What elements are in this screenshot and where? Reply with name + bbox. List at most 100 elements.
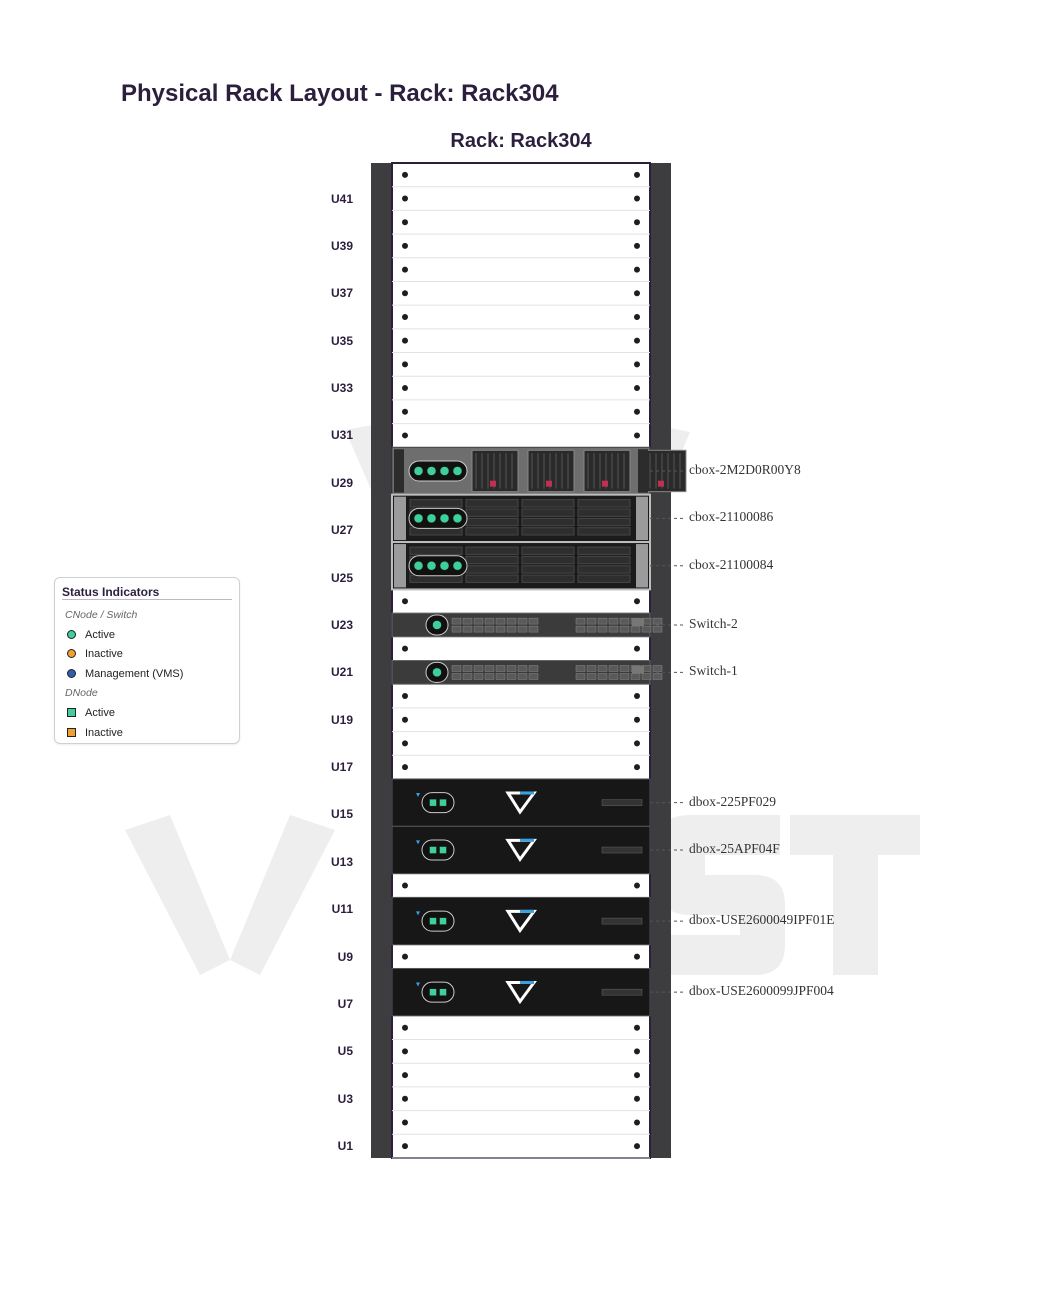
drive-slot xyxy=(465,527,519,536)
mount-hole xyxy=(402,313,408,320)
bay-indicator xyxy=(602,480,608,487)
mount-hole xyxy=(402,645,408,652)
drive-slot xyxy=(521,565,575,574)
mount-hole xyxy=(634,266,640,273)
u-position-label: U33 xyxy=(330,381,353,396)
switch-port xyxy=(575,665,586,672)
mount-hole xyxy=(402,882,408,889)
switch-port xyxy=(517,673,528,680)
u-position-label: U13 xyxy=(330,854,353,869)
bay-indicator xyxy=(658,480,664,487)
cnode-status-led xyxy=(432,620,442,630)
switch-port xyxy=(495,673,506,680)
switch-port xyxy=(597,617,608,625)
mount-hole xyxy=(402,1048,408,1055)
cnode-status-led xyxy=(432,667,442,678)
switch-port xyxy=(608,673,619,680)
mount-hole xyxy=(634,882,640,889)
page-title: Physical Rack Layout - Rack: Rack304 xyxy=(121,80,559,107)
switch-port xyxy=(506,665,517,672)
switch-port xyxy=(462,617,473,625)
switch-port xyxy=(652,673,663,680)
u-position-label: U29 xyxy=(330,475,353,490)
legend-label: Active xyxy=(85,707,115,719)
mount-hole xyxy=(634,740,640,747)
mount-hole xyxy=(634,1095,640,1102)
switch-port xyxy=(597,625,608,633)
switch-port xyxy=(484,617,495,625)
switch-port xyxy=(473,617,484,625)
switch-port xyxy=(586,665,597,672)
switch-port xyxy=(506,617,517,625)
mount-hole xyxy=(634,716,640,723)
switch-port xyxy=(575,673,586,680)
cnode-status-led xyxy=(413,513,424,524)
drive-slot xyxy=(465,517,519,527)
mount-hole xyxy=(402,693,408,700)
drive-slot xyxy=(577,517,631,527)
u-position-label: U25 xyxy=(330,570,353,585)
switch-port xyxy=(575,617,586,625)
u-position-label: U11 xyxy=(331,902,353,917)
watermark-s xyxy=(660,815,785,975)
drive-slot xyxy=(577,499,631,508)
mount-hole xyxy=(402,385,408,392)
mount-hole xyxy=(402,432,408,439)
u-position-label: U3 xyxy=(337,1091,353,1106)
u-position-label: U15 xyxy=(330,807,353,822)
dnode-status-led xyxy=(429,798,437,807)
drive-slot xyxy=(577,555,631,565)
mount-hole xyxy=(634,1048,640,1055)
switch-port xyxy=(528,673,539,680)
switch-port xyxy=(462,673,473,680)
cnode-status-led xyxy=(452,466,463,476)
switch-port xyxy=(495,625,506,633)
watermark-v-right xyxy=(230,815,335,975)
u-position-label: U19 xyxy=(330,712,353,727)
watermark-v-left xyxy=(125,815,230,975)
switch-port xyxy=(506,625,517,633)
switch-mgmt-port xyxy=(632,665,644,674)
cbox-ear xyxy=(394,496,406,541)
device-cbox-grid xyxy=(391,493,651,544)
switch-port xyxy=(597,673,608,680)
mount-hole xyxy=(402,361,408,368)
management-circle-icon xyxy=(67,669,76,678)
status-led-pill xyxy=(421,839,455,861)
device-cbox-hpe xyxy=(391,446,687,496)
dbox-corner-mark xyxy=(416,792,420,797)
u-position-label: U31 xyxy=(330,428,353,443)
drive-slot xyxy=(521,499,575,508)
u-position-label: U35 xyxy=(330,333,353,348)
switch-port xyxy=(495,617,506,625)
switch-port xyxy=(517,625,528,633)
u-position-label: U27 xyxy=(330,523,353,538)
dbox-badge xyxy=(601,846,643,854)
switch-port xyxy=(473,665,484,672)
cbox-ear xyxy=(394,449,404,493)
mount-hole xyxy=(634,408,640,415)
dbox-badge xyxy=(601,799,643,806)
inactive-circle-icon xyxy=(67,649,76,658)
drive-slot xyxy=(577,546,631,555)
mount-hole xyxy=(634,219,640,226)
mount-hole xyxy=(402,740,408,747)
mount-hole xyxy=(634,242,640,249)
mount-hole xyxy=(634,645,640,652)
device-switch xyxy=(391,660,663,685)
switch-port xyxy=(484,625,495,633)
drive-slot xyxy=(521,508,575,517)
mount-hole xyxy=(402,195,408,202)
dbox-corner-mark xyxy=(416,840,420,845)
dnode-status-led xyxy=(439,988,447,996)
status-led-pill xyxy=(408,555,468,577)
switch-port xyxy=(451,665,462,672)
switch-port xyxy=(608,625,619,633)
mount-hole xyxy=(634,693,640,700)
switch-port xyxy=(517,617,528,625)
u-position-label: U1 xyxy=(337,1139,353,1154)
mount-hole xyxy=(634,337,640,344)
switch-port xyxy=(451,617,462,625)
mount-hole xyxy=(634,764,640,771)
cnode-status-led xyxy=(439,560,450,571)
